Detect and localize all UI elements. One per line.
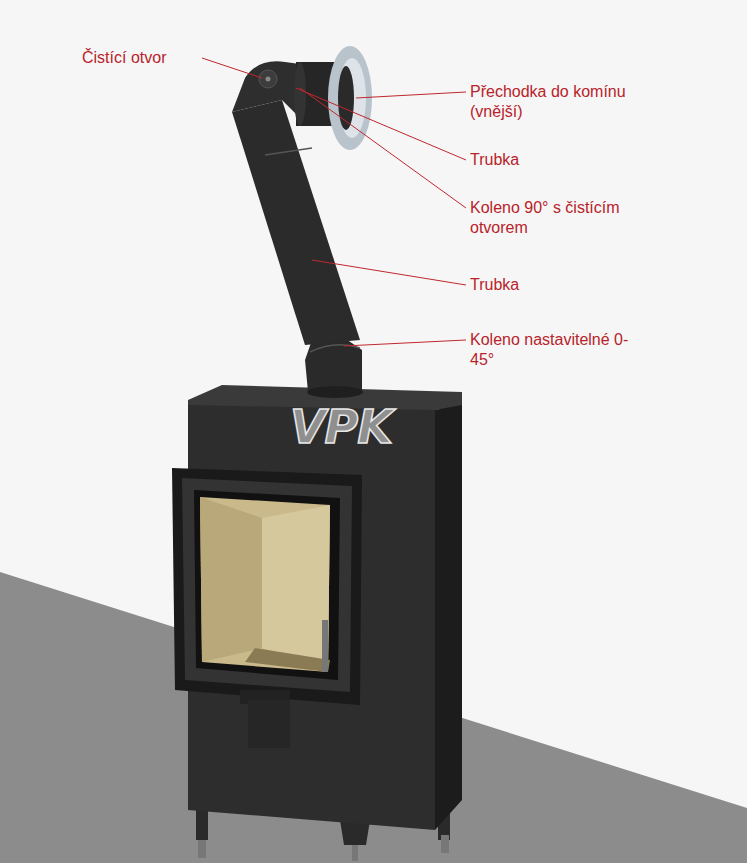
callout-label: Koleno 90° s čistícím otvorem — [470, 198, 620, 238]
watermark: VPK — [290, 400, 460, 454]
callout-label: Trubka — [470, 275, 590, 295]
callout-label: Přechodka do komínu (vnější) — [470, 82, 642, 122]
callout-label: Čistící otvor — [82, 48, 202, 68]
callout-label: Trubka — [470, 150, 590, 170]
callout-label: Koleno nastavitelné 0-45° — [470, 330, 632, 370]
